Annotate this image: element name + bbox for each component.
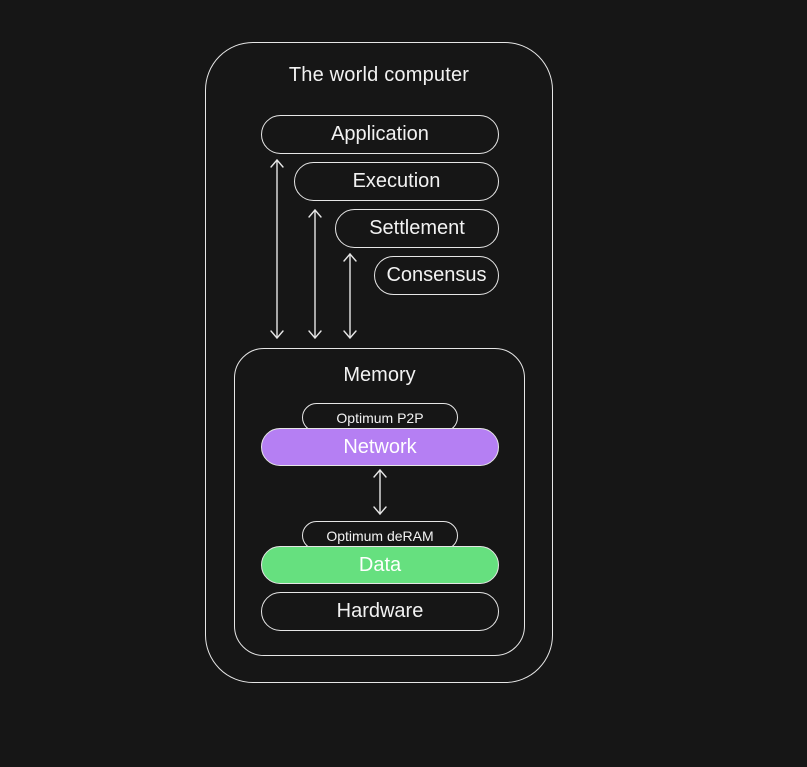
application-layer: Application xyxy=(261,115,499,154)
optimum-p2p-tag: Optimum P2P xyxy=(302,403,458,432)
consensus-layer: Consensus xyxy=(374,256,499,295)
diagram-title: The world computer xyxy=(288,64,470,86)
hardware-layer: Hardware xyxy=(261,592,499,631)
data-layer: Data xyxy=(261,546,499,584)
world-computer-frame xyxy=(205,42,553,683)
network-layer: Network xyxy=(261,428,499,466)
settlement-layer: Settlement xyxy=(335,209,499,248)
execution-layer: Execution xyxy=(294,162,499,201)
memory-frame xyxy=(234,348,525,656)
memory-title: Memory xyxy=(343,364,416,386)
